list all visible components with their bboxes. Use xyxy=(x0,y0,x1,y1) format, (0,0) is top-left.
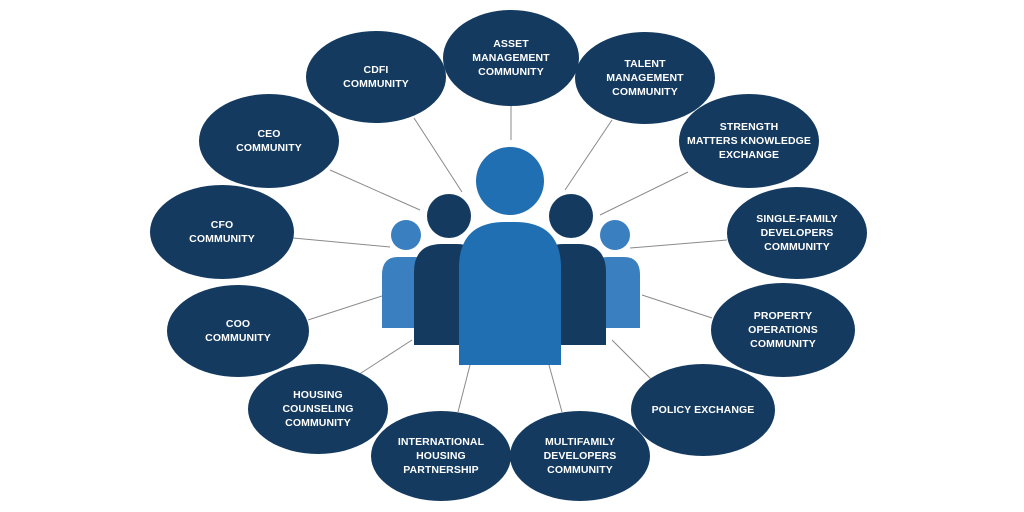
node-label-coo: COO COMMUNITY xyxy=(205,317,271,345)
node-label-line: DEVELOPERS xyxy=(760,227,834,239)
node-label-line: COO xyxy=(225,318,251,330)
node-cfo: CFO COMMUNITY xyxy=(150,185,294,279)
person-far-left-head-icon xyxy=(391,220,421,250)
person-center-body-icon xyxy=(459,222,561,365)
node-label-line: MATTERS KNOWLEDGE xyxy=(687,135,811,147)
node-talent: TALENT MANAGEMENT COMMUNITY xyxy=(575,32,715,124)
node-label-line: COMMUNITY xyxy=(764,241,830,253)
node-label-line: COMMUNITY xyxy=(236,142,302,154)
node-label-international: INTERNATIONAL HOUSING PARTNERSHIP xyxy=(398,435,484,477)
node-label-single-family: SINGLE-FAMILY DEVELOPERS COMMUNITY xyxy=(756,212,837,254)
person-left-head-icon xyxy=(427,194,471,238)
node-label-line: DEVELOPERS xyxy=(543,450,617,462)
node-label-line: OPERATIONS xyxy=(748,324,818,336)
node-label-asset: ASSET MANAGEMENT COMMUNITY xyxy=(472,37,549,79)
node-label-property: PROPERTY OPERATIONS COMMUNITY xyxy=(748,309,818,351)
node-label-line: HOUSING xyxy=(416,450,466,462)
node-ceo: CEO COMMUNITY xyxy=(199,94,339,188)
node-label-line: COMMUNITY xyxy=(205,332,271,344)
node-label-line: CFO xyxy=(210,219,234,231)
connector-line-talent xyxy=(564,119,613,191)
node-label-line: COMMUNITY xyxy=(750,338,816,350)
node-multifamily: MULTIFAMILY DEVELOPERS COMMUNITY xyxy=(510,411,650,501)
person-center-head-icon xyxy=(476,147,544,215)
node-label-line: STRENGTH xyxy=(719,121,779,133)
node-label-line: ASSET xyxy=(493,38,529,50)
node-housing-counseling: HOUSING COUNSELING COMMUNITY xyxy=(248,364,388,454)
node-strength: STRENGTH MATTERS KNOWLEDGE EXCHANGE xyxy=(679,94,819,188)
node-label-cdfi: CDFI COMMUNITY xyxy=(343,63,409,91)
node-label-line: PARTNERSHIP xyxy=(403,464,479,476)
node-label-cfo: CFO COMMUNITY xyxy=(189,218,255,246)
node-label-line: COMMUNITY xyxy=(547,464,613,476)
node-label-line: COMMUNITY xyxy=(285,417,351,429)
node-label-line: POLICY EXCHANGE xyxy=(651,404,755,416)
node-label-line: CEO xyxy=(257,128,281,140)
node-label-line: MANAGEMENT xyxy=(472,52,550,64)
node-label-line: MANAGEMENT xyxy=(606,72,684,84)
node-label-policy: POLICY EXCHANGE xyxy=(652,403,755,417)
node-label-line: COMMUNITY xyxy=(343,78,409,90)
node-international: INTERNATIONAL HOUSING PARTNERSHIP xyxy=(371,411,511,501)
node-label-line: COUNSELING xyxy=(282,403,354,415)
node-coo: COO COMMUNITY xyxy=(167,285,309,377)
connector-line-multifamily xyxy=(548,364,563,413)
node-label-line: CDFI xyxy=(363,64,389,76)
connector-line-housing-counseling xyxy=(357,339,413,376)
node-policy: POLICY EXCHANGE xyxy=(631,364,775,456)
node-label-line: SINGLE-FAMILY xyxy=(756,213,838,225)
node-label-line: COMMUNITY xyxy=(612,86,678,98)
node-asset: ASSET MANAGEMENT COMMUNITY xyxy=(443,10,579,106)
connector-line-property xyxy=(641,294,713,319)
connector-line-ceo xyxy=(329,169,421,211)
connector-line-international xyxy=(457,364,471,413)
node-label-line: INTERNATIONAL xyxy=(397,436,485,448)
node-label-multifamily: MULTIFAMILY DEVELOPERS COMMUNITY xyxy=(544,435,617,477)
person-far-right-head-icon xyxy=(600,220,630,250)
node-label-line: HOUSING xyxy=(293,389,343,401)
node-label-talent: TALENT MANAGEMENT COMMUNITY xyxy=(606,57,683,99)
node-single-family: SINGLE-FAMILY DEVELOPERS COMMUNITY xyxy=(727,187,867,279)
connector-line-coo xyxy=(307,295,383,321)
connector-line-policy xyxy=(611,339,653,381)
node-property: PROPERTY OPERATIONS COMMUNITY xyxy=(711,283,855,377)
node-label-line: TALENT xyxy=(624,58,666,70)
connector-line-cdfi xyxy=(413,117,463,193)
node-label-line: MULTIFAMILY xyxy=(545,436,615,448)
node-label-line: COMMUNITY xyxy=(478,66,544,78)
node-cdfi: CDFI COMMUNITY xyxy=(306,31,446,123)
node-label-strength: STRENGTH MATTERS KNOWLEDGE EXCHANGE xyxy=(687,120,811,162)
node-label-housing-counseling: HOUSING COUNSELING COMMUNITY xyxy=(282,388,353,430)
connector-line-cfo xyxy=(292,237,391,248)
node-label-line: PROPERTY xyxy=(753,310,813,322)
connector-line-single-family xyxy=(629,239,728,249)
person-right-head-icon xyxy=(549,194,593,238)
connector-line-strength xyxy=(599,171,689,216)
node-label-line: COMMUNITY xyxy=(189,233,255,245)
node-label-line: EXCHANGE xyxy=(718,149,780,161)
node-label-ceo: CEO COMMUNITY xyxy=(236,127,302,155)
